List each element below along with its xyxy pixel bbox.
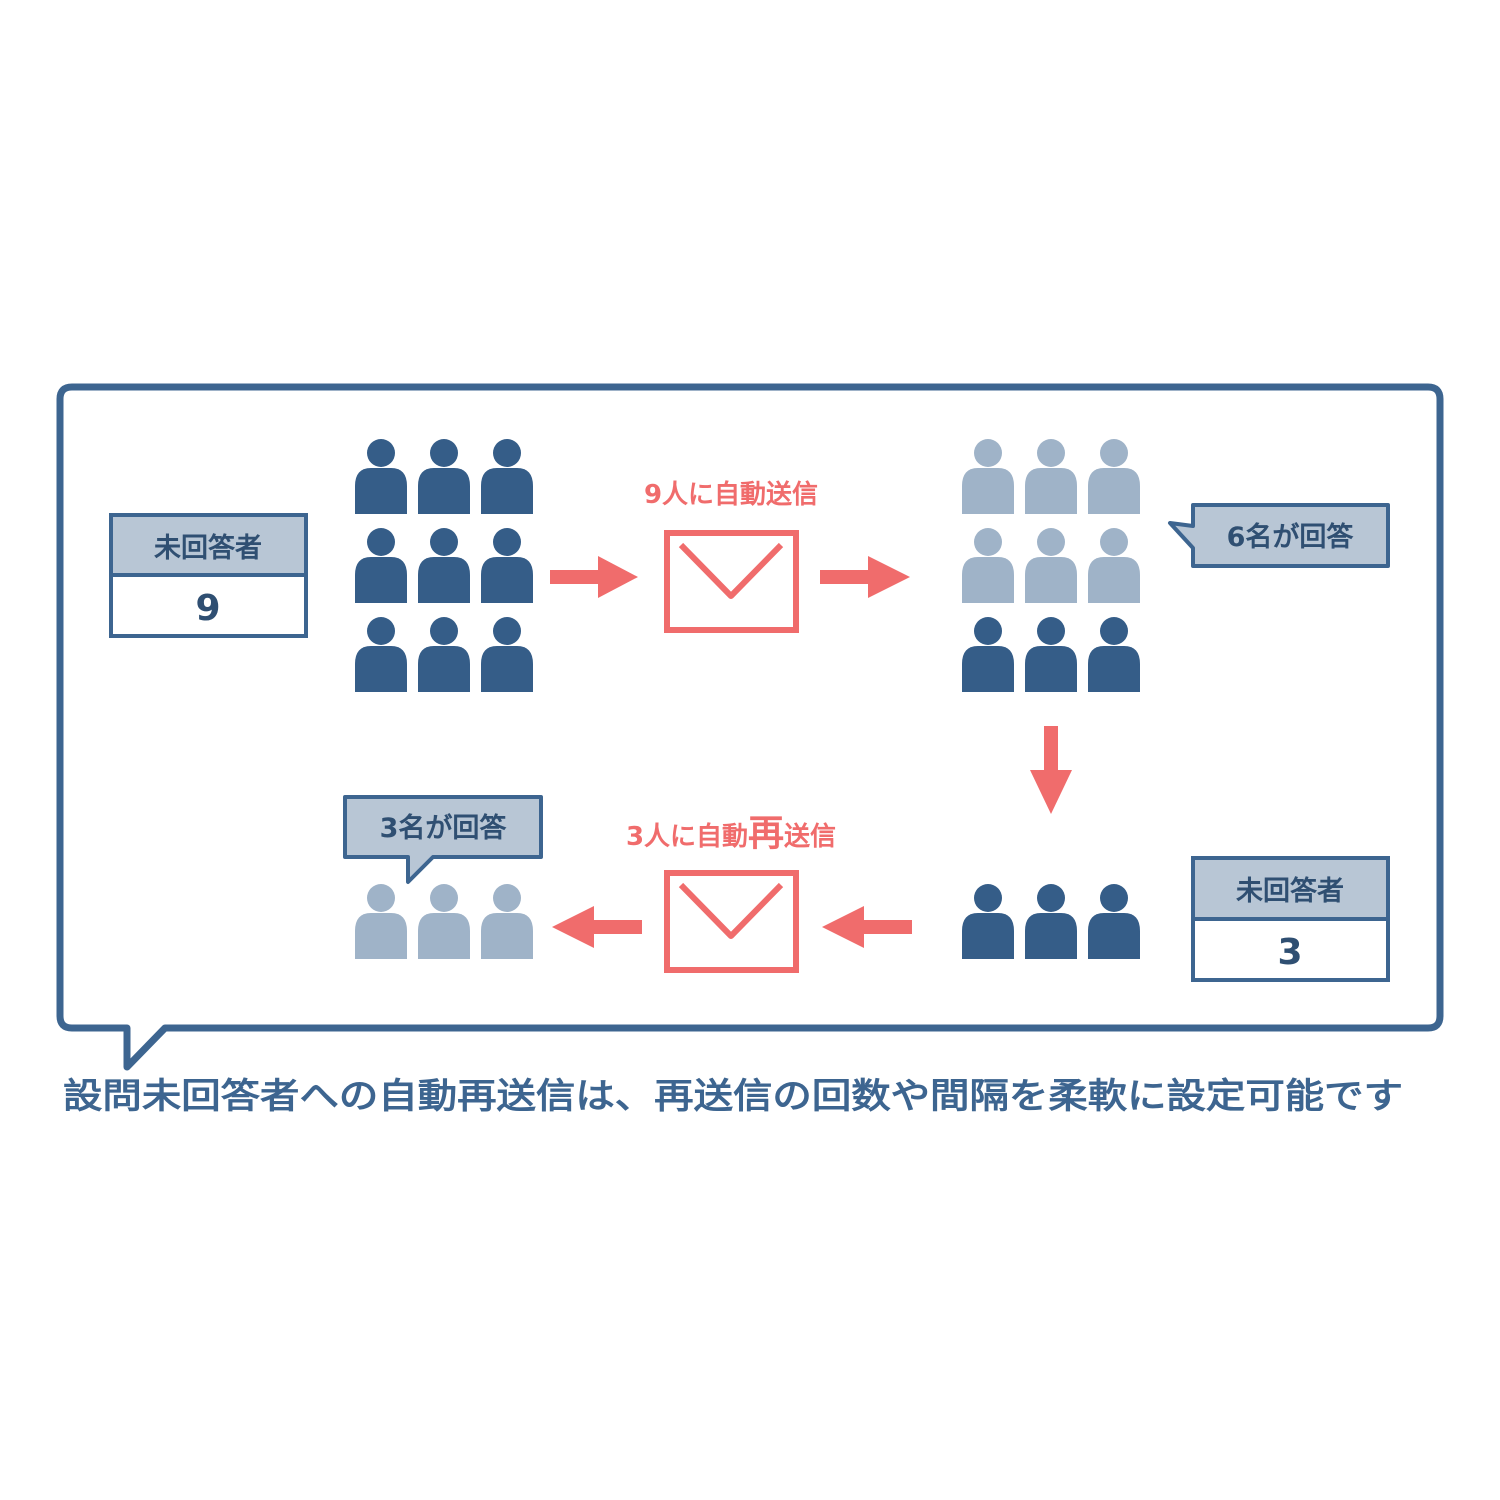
arrow-icon: [552, 906, 642, 948]
reply-callout-second: 3名が回答: [343, 795, 543, 884]
resend-label-before: 3人に自動: [626, 821, 748, 852]
arrow-icon: [1030, 726, 1072, 814]
reply-first-text: 6名が回答: [1227, 521, 1355, 553]
arrow-icon: [822, 906, 912, 948]
counter-end-label: 未回答者: [1236, 875, 1344, 907]
resend-label: 3人に自動再送信: [626, 813, 836, 854]
reply-callout-first: 6名が回答: [1168, 503, 1390, 568]
responses-group-after-first-send: [962, 439, 1140, 692]
counter-start-label: 未回答者: [154, 532, 262, 564]
unanswered-counter-start: 未回答者 9: [109, 513, 308, 638]
resend-label-emphasis: 再: [748, 813, 784, 854]
send-label: 9人に自動送信: [644, 479, 818, 510]
unanswered-group-9: [355, 439, 533, 692]
caption: 設問未回答者への自動再送信は、再送信の回数や間隔を柔軟に設定可能です: [63, 1077, 1403, 1117]
arrow-icon: [550, 556, 638, 598]
reply-second-text: 3名が回答: [380, 812, 508, 844]
envelope-icon: [664, 530, 799, 633]
speech-bubble-frame: [56, 383, 1444, 1071]
counter-end-value: 3: [1277, 932, 1302, 973]
counter-start-value: 9: [195, 588, 220, 629]
unanswered-counter-end: 未回答者 3: [1191, 856, 1390, 982]
arrow-icon: [820, 556, 910, 598]
resend-label-after: 送信: [784, 822, 836, 852]
envelope-icon: [664, 870, 799, 973]
unanswered-group-3: [962, 884, 1140, 959]
responded-group-after-resend: [355, 884, 533, 959]
